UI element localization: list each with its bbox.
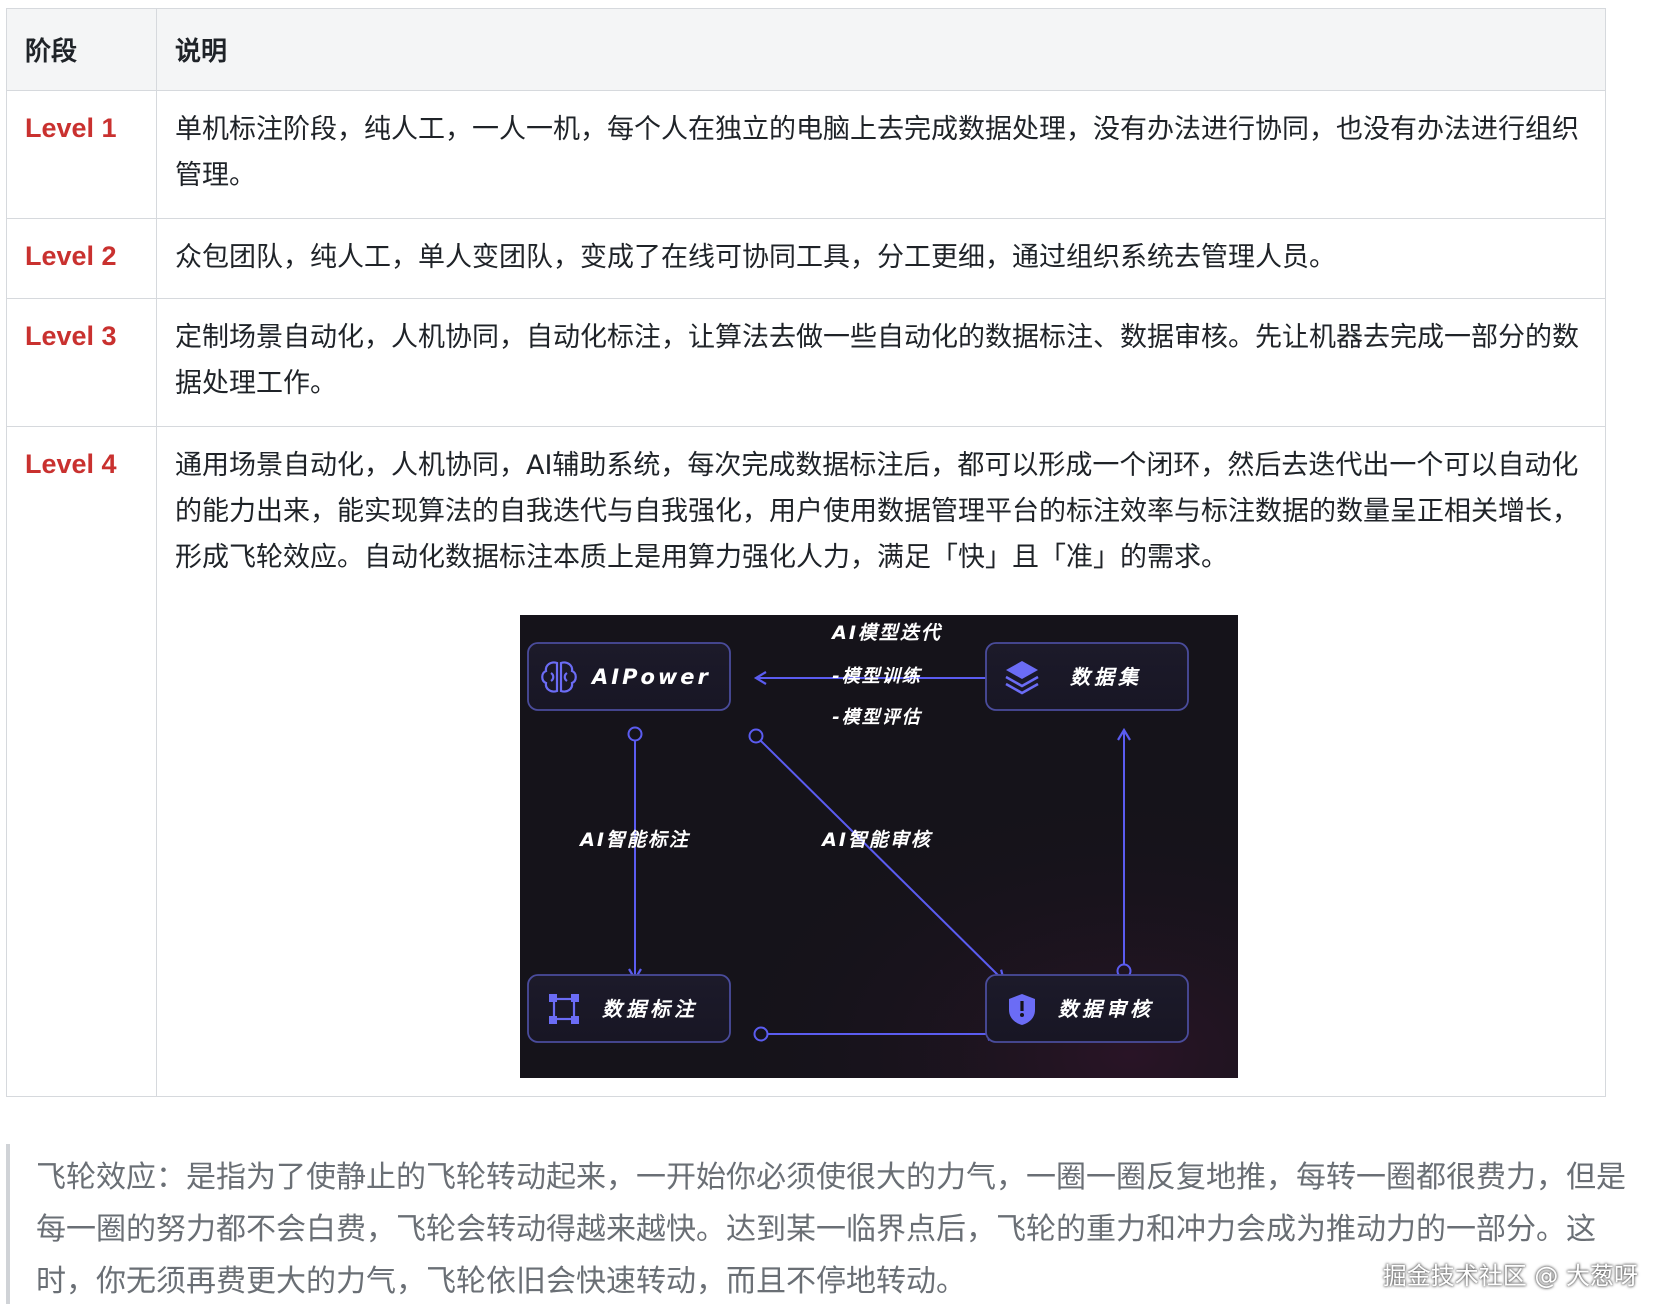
node-labeling: 数据标注 [527,974,731,1043]
edge-label-model-training: -模型训练 [832,666,922,687]
stage-level-4: Level 4 [6,426,157,1097]
desc-level-4-cell: 通用场景自动化，人机协同，AI辅助系统，每次完成数据标注后，都可以形成一个闭环，… [156,426,1606,1097]
edge-label-ai-labeling: AI智能标注 [578,829,691,851]
quote-text: 飞轮效应：是指为了使静止的飞轮转动起来，一开始你必须使很大的力气，一圈一圈反复地… [36,1160,1626,1299]
desc-level-4: 通用场景自动化，人机协同，AI辅助系统，每次完成数据标注后，都可以形成一个闭环，… [175,450,1579,573]
node-review-label: 数据审核 [1058,997,1154,1021]
table-row: Level 2 众包团队，纯人工，单人变团队，变成了在线可协同工具，分工更细，通… [6,218,1606,299]
desc-level-2: 众包团队，纯人工，单人变团队，变成了在线可协同工具，分工更细，通过组织系统去管理… [156,218,1606,299]
node-aipower-label: AIPower [590,665,711,689]
table-header-row: 阶段 说明 [6,8,1606,91]
stage-level-2: Level 2 [6,218,157,299]
table-row: Level 4 通用场景自动化，人机协同，AI辅助系统，每次完成数据标注后，都可… [6,426,1606,1097]
node-aipower: AIPower [527,642,731,711]
table-row: Level 1 单机标注阶段，纯人工，一人一机，每个人在独立的电脑上去完成数据处… [6,90,1606,219]
watermark: 掘金技术社区 @ 大葱呀 [1382,1262,1638,1290]
desc-level-3: 定制场景自动化，人机协同，自动化标注，让算法去做一些自动化的数据标注、数据审核。… [156,298,1606,427]
table-row: Level 3 定制场景自动化，人机协同，自动化标注，让算法去做一些自动化的数据… [6,298,1606,427]
stage-level-1: Level 1 [6,90,157,219]
node-dataset-label: 数据集 [1070,665,1142,689]
connector-labeling-to-review [753,1026,1001,1042]
connector-aipower-to-review [748,728,1006,983]
layers-icon [1005,661,1039,695]
connector-aipower-to-labeling [627,726,643,982]
shield-alert-icon [1009,994,1035,1025]
edge-label-model-evaluation: -模型评估 [832,707,922,728]
bounding-box-icon [549,994,579,1024]
node-dataset: 数据集 [985,642,1189,711]
edge-label-ai-review: AI智能审核 [820,829,933,851]
header-stage: 阶段 [6,8,157,91]
edge-label-model-iteration: AI模型迭代 [830,622,943,644]
node-labeling-label: 数据标注 [602,997,698,1021]
header-description: 说明 [156,8,1606,91]
brain-icon [541,661,577,693]
desc-level-1: 单机标注阶段，纯人工，一人一机，每个人在独立的电脑上去完成数据处理，没有办法进行… [156,90,1606,219]
flywheel-quote: 飞轮效应：是指为了使静止的飞轮转动起来，一开始你必须使很大的力气，一圈一圈反复地… [6,1144,1646,1304]
flywheel-diagram: AI模型迭代 -模型训练 -模型评估 AI智能标注 AI智能审核 [520,615,1238,1078]
levels-table: 阶段 说明 Level 1 单机标注阶段，纯人工，一人一机，每个人在独立的电脑上… [6,8,1606,1097]
stage-level-3: Level 3 [6,298,157,427]
node-review: 数据审核 [985,974,1189,1043]
